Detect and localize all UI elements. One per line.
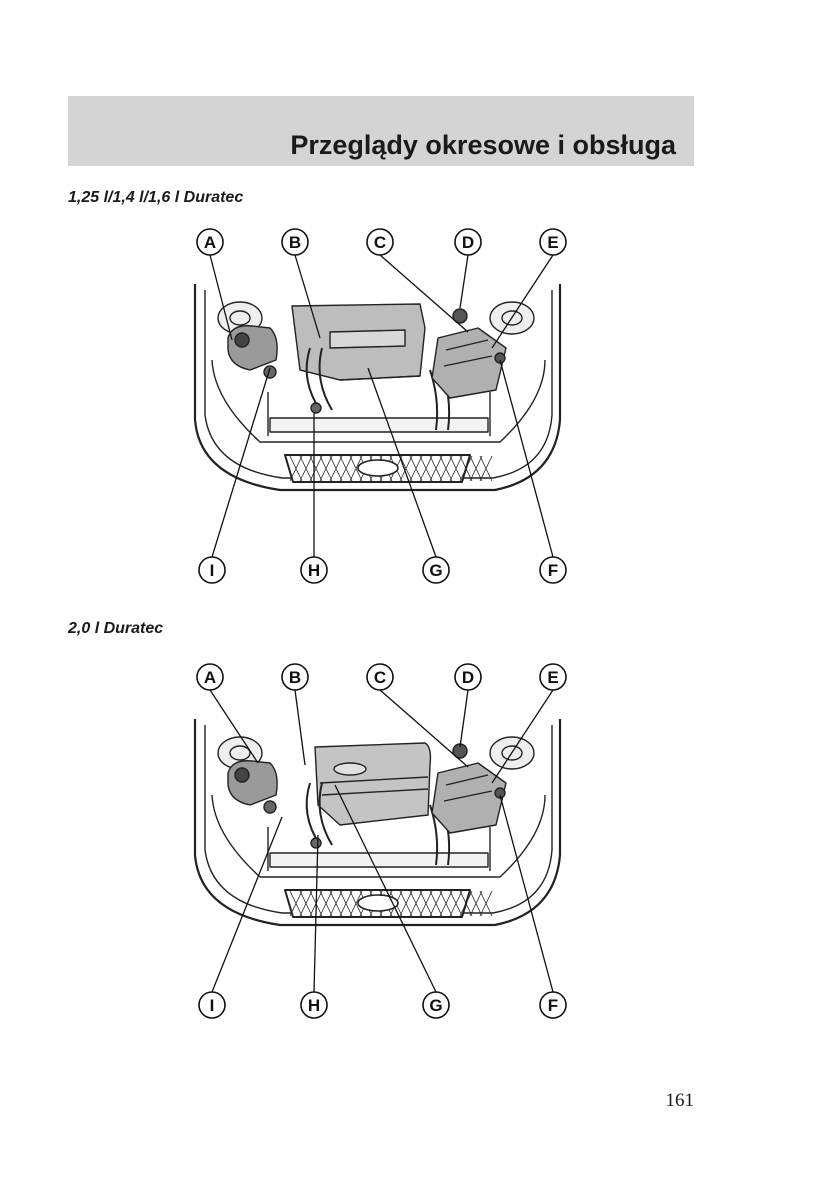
callout-label-a: A: [196, 663, 224, 691]
callout-label-text: E: [547, 233, 558, 252]
callout-line: [211, 816, 283, 993]
callout-line: [459, 689, 469, 748]
car-front-drawing: [193, 284, 562, 492]
callout-label-h: H: [300, 991, 328, 1019]
callout-label-c: C: [366, 228, 394, 256]
callout-lines: [209, 689, 554, 993]
engine-bay-illustration: A B C D E I H G F: [193, 663, 567, 1019]
callout-line: [211, 367, 271, 558]
section-title-duratec-2-0: 2,0 l Duratec: [68, 620, 164, 637]
callout-line: [294, 254, 321, 339]
callout-line: [491, 254, 554, 349]
callout-label-e: E: [539, 228, 567, 256]
callout-line: [379, 254, 469, 333]
callout-label-d: D: [454, 663, 482, 691]
callout-label-text: E: [547, 668, 558, 687]
callout-label-text: D: [462, 668, 474, 687]
callout-line: [334, 784, 437, 993]
callout-label-i: I: [198, 556, 226, 584]
callout-label-g: G: [422, 991, 450, 1019]
engine-bay-diagram-1: A B C D E I H G F: [0, 220, 818, 620]
callout-label-text: G: [429, 996, 442, 1015]
callout-line: [313, 834, 319, 993]
callout-line: [294, 689, 306, 766]
callout-line: [491, 689, 554, 784]
callout-label-e: E: [539, 663, 567, 691]
callout-label-text: B: [289, 233, 301, 252]
callout-line: [209, 689, 259, 764]
callout-label-text: F: [548, 996, 558, 1015]
callout-line: [499, 794, 554, 993]
chapter-title: Przeglądy okresowe i obsługa: [290, 130, 676, 160]
callout-label-c: C: [366, 663, 394, 691]
section-title-duratec-small: 1,25 l/1,4 l/1,6 l Duratec: [68, 189, 244, 206]
callout-label-text: H: [308, 996, 320, 1015]
callout-label-b: B: [281, 228, 309, 256]
callout-label-text: A: [204, 668, 216, 687]
callout-line: [209, 254, 233, 341]
callout-label-text: I: [210, 996, 215, 1015]
callout-line: [379, 689, 469, 768]
callout-line: [367, 367, 437, 558]
engine-bay-diagram-2: A B C D E I H G F: [0, 655, 818, 1055]
chapter-header-bar: Przeglądy okresowe i obsługa: [68, 96, 694, 166]
callout-lines: [209, 254, 554, 558]
page-number: 161: [665, 1090, 695, 1111]
callout-label-text: B: [289, 668, 301, 687]
callout-label-text: D: [462, 233, 474, 252]
callout-line: [499, 359, 554, 558]
callout-label-a: A: [196, 228, 224, 256]
engine-bay-illustration: A B C D E I H G F: [193, 228, 567, 584]
callout-label-b: B: [281, 663, 309, 691]
callout-label-g: G: [422, 556, 450, 584]
callout-label-f: F: [539, 991, 567, 1019]
callout-label-text: A: [204, 233, 216, 252]
callout-label-text: G: [429, 561, 442, 580]
callout-label-text: F: [548, 561, 558, 580]
callout-label-i: I: [198, 991, 226, 1019]
callout-label-h: H: [300, 556, 328, 584]
callout-label-text: C: [374, 233, 386, 252]
callout-label-text: I: [210, 561, 215, 580]
callout-label-text: C: [374, 668, 386, 687]
callout-label-d: D: [454, 228, 482, 256]
callout-line: [459, 254, 469, 309]
callout-label-f: F: [539, 556, 567, 584]
callout-label-text: H: [308, 561, 320, 580]
